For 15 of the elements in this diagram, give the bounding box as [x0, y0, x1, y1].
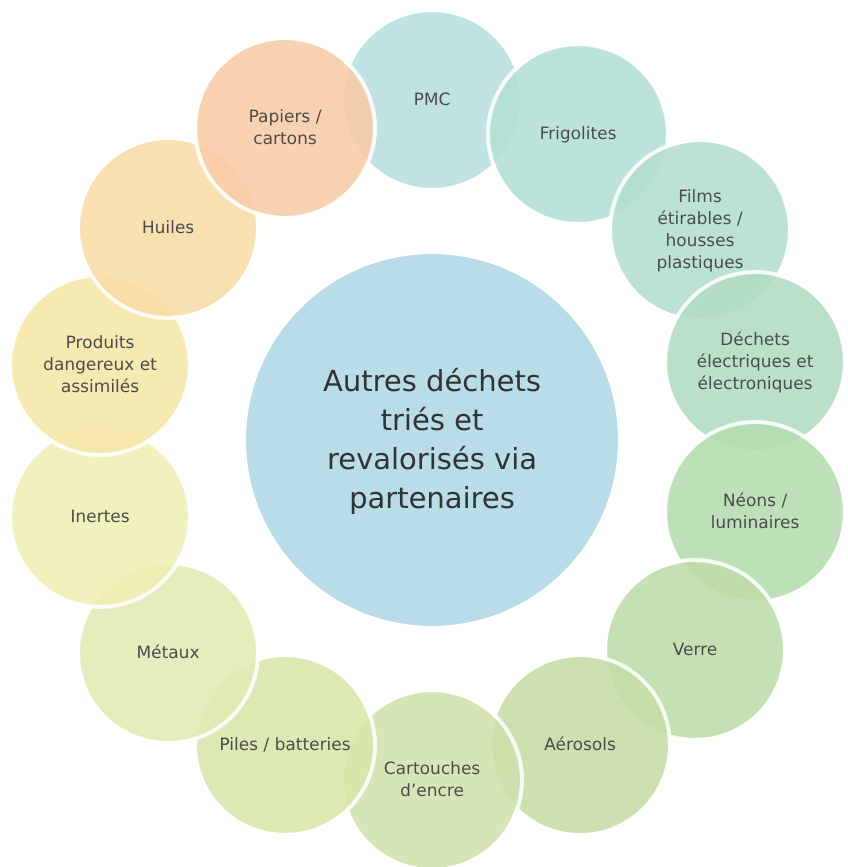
category-label: Inertes — [70, 506, 130, 528]
category-label: Frigolites — [540, 122, 616, 146]
category-label: Verre — [672, 638, 718, 662]
category-label: Piles / batteries — [219, 734, 351, 756]
category-label: Déchets électriques et électroniques — [696, 328, 814, 396]
category-label: Papiers / cartons — [248, 106, 322, 150]
category-label: Produits dangereux et assimilés — [42, 332, 158, 398]
category-label: Films étirables / housses plastiques — [655, 186, 745, 274]
category-label: Néons / luminaires — [710, 490, 800, 534]
category-label: Métaux — [136, 642, 200, 664]
category-label: Huiles — [142, 216, 194, 240]
category-label: Cartouches d’encre — [382, 758, 482, 802]
central-title: Autres déchets triés et revalorisés via partenaires — [322, 362, 542, 518]
category-label: PMC — [414, 88, 450, 112]
category-label: Aérosols — [544, 734, 616, 756]
